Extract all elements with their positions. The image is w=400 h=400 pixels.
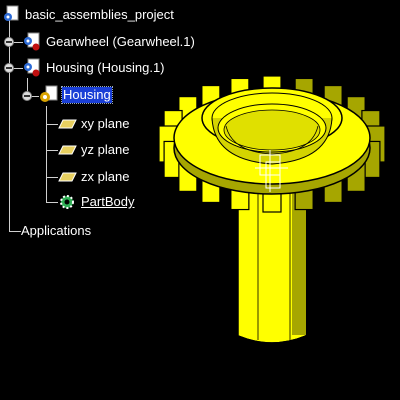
product-icon [4, 5, 19, 21]
tree-node-applications[interactable]: Applications [20, 222, 92, 240]
tree-node-yz-plane[interactable]: yz plane [58, 141, 130, 159]
tree-node-housing-instance[interactable]: Housing (Housing.1) [22, 58, 166, 77]
gearwheel-model[interactable] [158, 75, 386, 344]
part-icon [40, 85, 58, 102]
plane-icon [58, 145, 77, 155]
tree-node-partbody[interactable]: PartBody [58, 193, 135, 211]
tree-connector [46, 106, 47, 202]
tree-connector [46, 177, 58, 178]
tree-node-xy-plane[interactable]: xy plane [58, 115, 130, 133]
plane-icon [58, 172, 77, 182]
tree-connector [46, 124, 58, 125]
tree-connector [9, 20, 10, 232]
tree-connector [9, 231, 21, 232]
tree-node-label: Applications [21, 223, 92, 238]
plane-icon [58, 119, 77, 129]
collapse-toggle-housing-part[interactable] [22, 91, 32, 101]
tree-node-label: Gearwheel (Gearwheel.1) [46, 34, 195, 49]
tree-connector [9, 42, 23, 43]
collapse-toggle-gearwheel[interactable] [4, 37, 14, 47]
tree-node-label-selected: Housing [61, 86, 113, 104]
tree-node-label: yz plane [81, 142, 130, 157]
tree-node-label: PartBody [81, 194, 135, 209]
collapse-toggle-housing-instance[interactable] [4, 63, 14, 73]
tree-node-label: xy plane [81, 116, 130, 131]
tree-connector [46, 202, 58, 203]
body-gear-icon [60, 195, 74, 209]
part-origin-indicator [255, 150, 288, 192]
tree-connector [46, 150, 58, 151]
tree-connector [9, 68, 23, 69]
tree-node-label: zx plane [81, 169, 130, 184]
tree-connector [27, 96, 39, 97]
tree-node-gearwheel[interactable]: Gearwheel (Gearwheel.1) [22, 32, 196, 51]
3d-viewer[interactable] [140, 60, 400, 400]
component-icon [24, 58, 40, 77]
tree-node-root[interactable]: basic_assemblies_project [2, 5, 175, 24]
component-icon [24, 32, 40, 51]
tree-node-label: basic_assemblies_project [25, 7, 174, 22]
tree-node-housing-part[interactable]: Housing [38, 85, 113, 104]
tree-connector [27, 78, 28, 96]
tree-node-label: Housing (Housing.1) [46, 60, 165, 75]
tree-node-zx-plane[interactable]: zx plane [58, 168, 130, 186]
